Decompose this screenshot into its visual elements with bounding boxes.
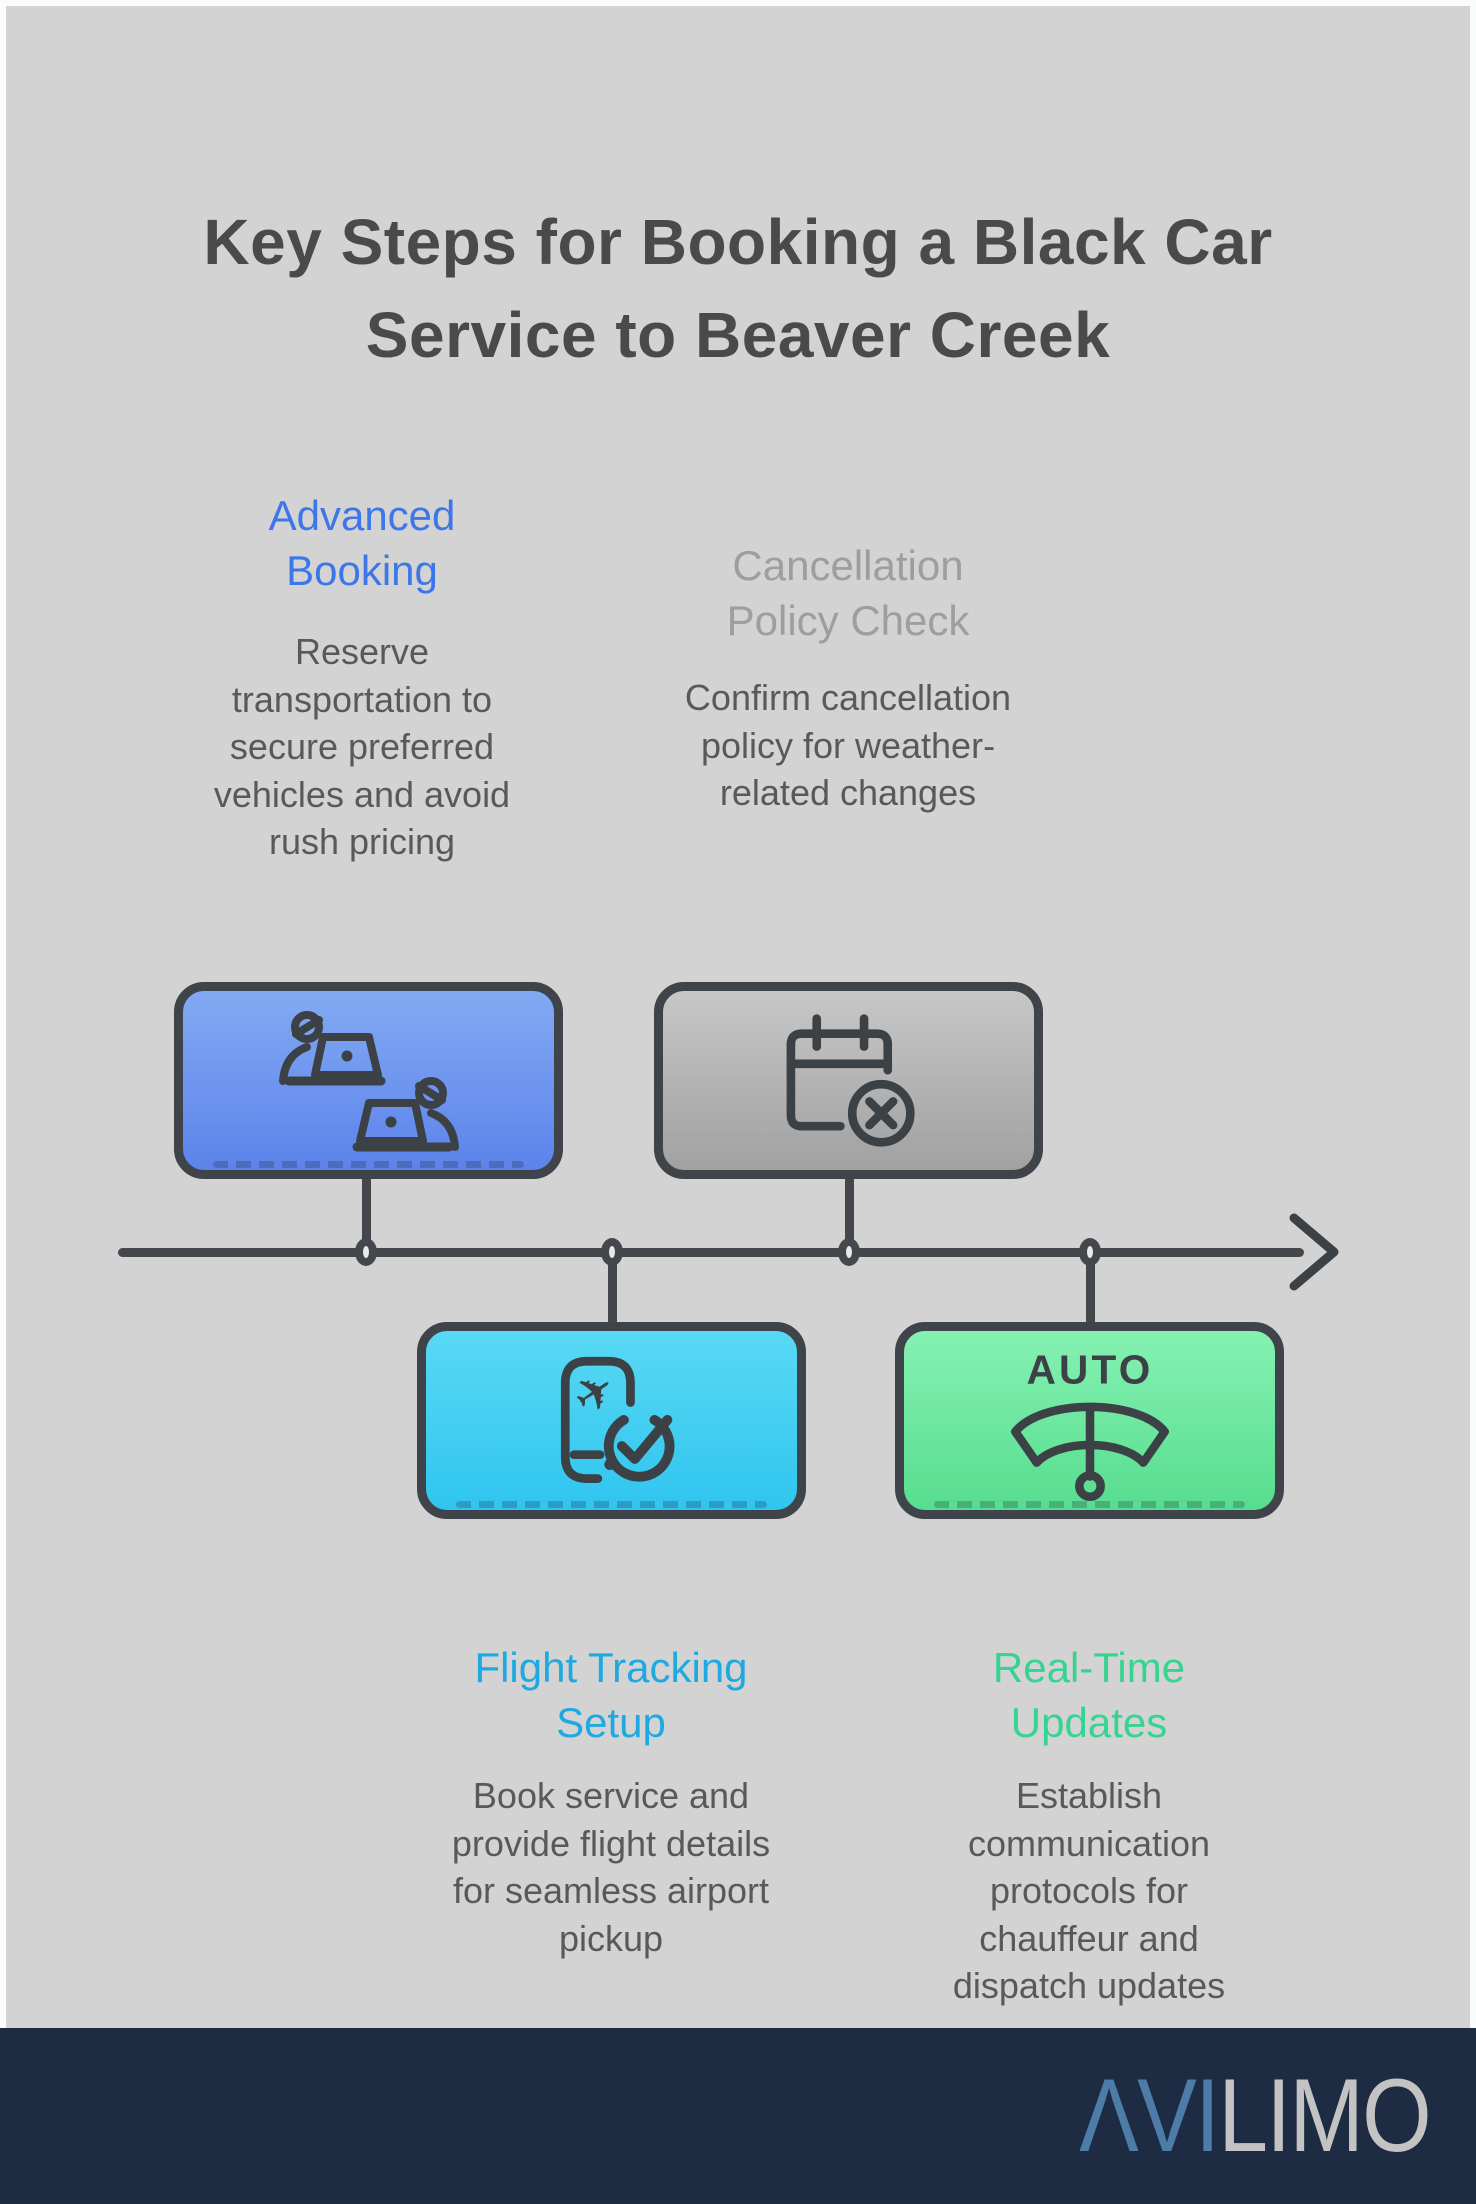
- step-title-cancellation-policy-check: Cancellation Policy Check: [726, 542, 970, 645]
- brand-logo-suffix: LIMO: [1218, 2058, 1432, 2174]
- phone-flight-check-icon: ✈: [560, 1356, 674, 1483]
- connector-stem: [362, 1176, 371, 1250]
- timeline-line: [118, 1248, 1304, 1257]
- people-laptops-icon: [261, 1009, 477, 1153]
- step-desc-cancellation-policy-check: Confirm cancellation policy for weather-…: [684, 677, 1012, 814]
- timeline-node: [838, 1238, 860, 1266]
- step-desc-advanced-booking: Reserve transportation to secure preferr…: [213, 631, 511, 863]
- step-title-advanced-booking: Advanced Booking: [268, 492, 456, 595]
- step-title-real-time-updates: Real-Time Updates: [992, 1644, 1186, 1747]
- timeline-node: [601, 1238, 623, 1266]
- step-box-cancellation-policy-check: [654, 982, 1043, 1179]
- timeline-node: [1079, 1238, 1101, 1266]
- step-box-real-time-updates: AUTO: [895, 1322, 1284, 1519]
- step-box-flight-tracking-setup: ✈: [417, 1322, 806, 1519]
- step-desc-flight-tracking-setup: Book service and provide flight details …: [451, 1775, 771, 1959]
- calendar-x-icon: [786, 1013, 915, 1147]
- page-title: Key Steps for Booking a Black Car Servic…: [203, 206, 1273, 372]
- connector-stem: [608, 1255, 617, 1325]
- step-box-advanced-booking: [174, 982, 563, 1179]
- brand-logo: ΛVILIMO: [1079, 2064, 1432, 2168]
- connector-stem: [1086, 1255, 1095, 1325]
- auto-wiper-icon: AUTO: [1010, 1346, 1169, 1501]
- timeline-arrow-icon: [1289, 1213, 1339, 1291]
- brand-logo-prefix: ΛVI: [1079, 2058, 1220, 2174]
- auto-label: AUTO: [1026, 1346, 1153, 1392]
- connector-stem: [845, 1176, 854, 1250]
- step-desc-real-time-updates: Establish communication protocols for ch…: [952, 1775, 1226, 2007]
- step-title-flight-tracking-setup: Flight Tracking Setup: [474, 1644, 748, 1747]
- footer-bar: ΛVILIMO: [0, 2028, 1476, 2204]
- timeline-node: [355, 1238, 377, 1266]
